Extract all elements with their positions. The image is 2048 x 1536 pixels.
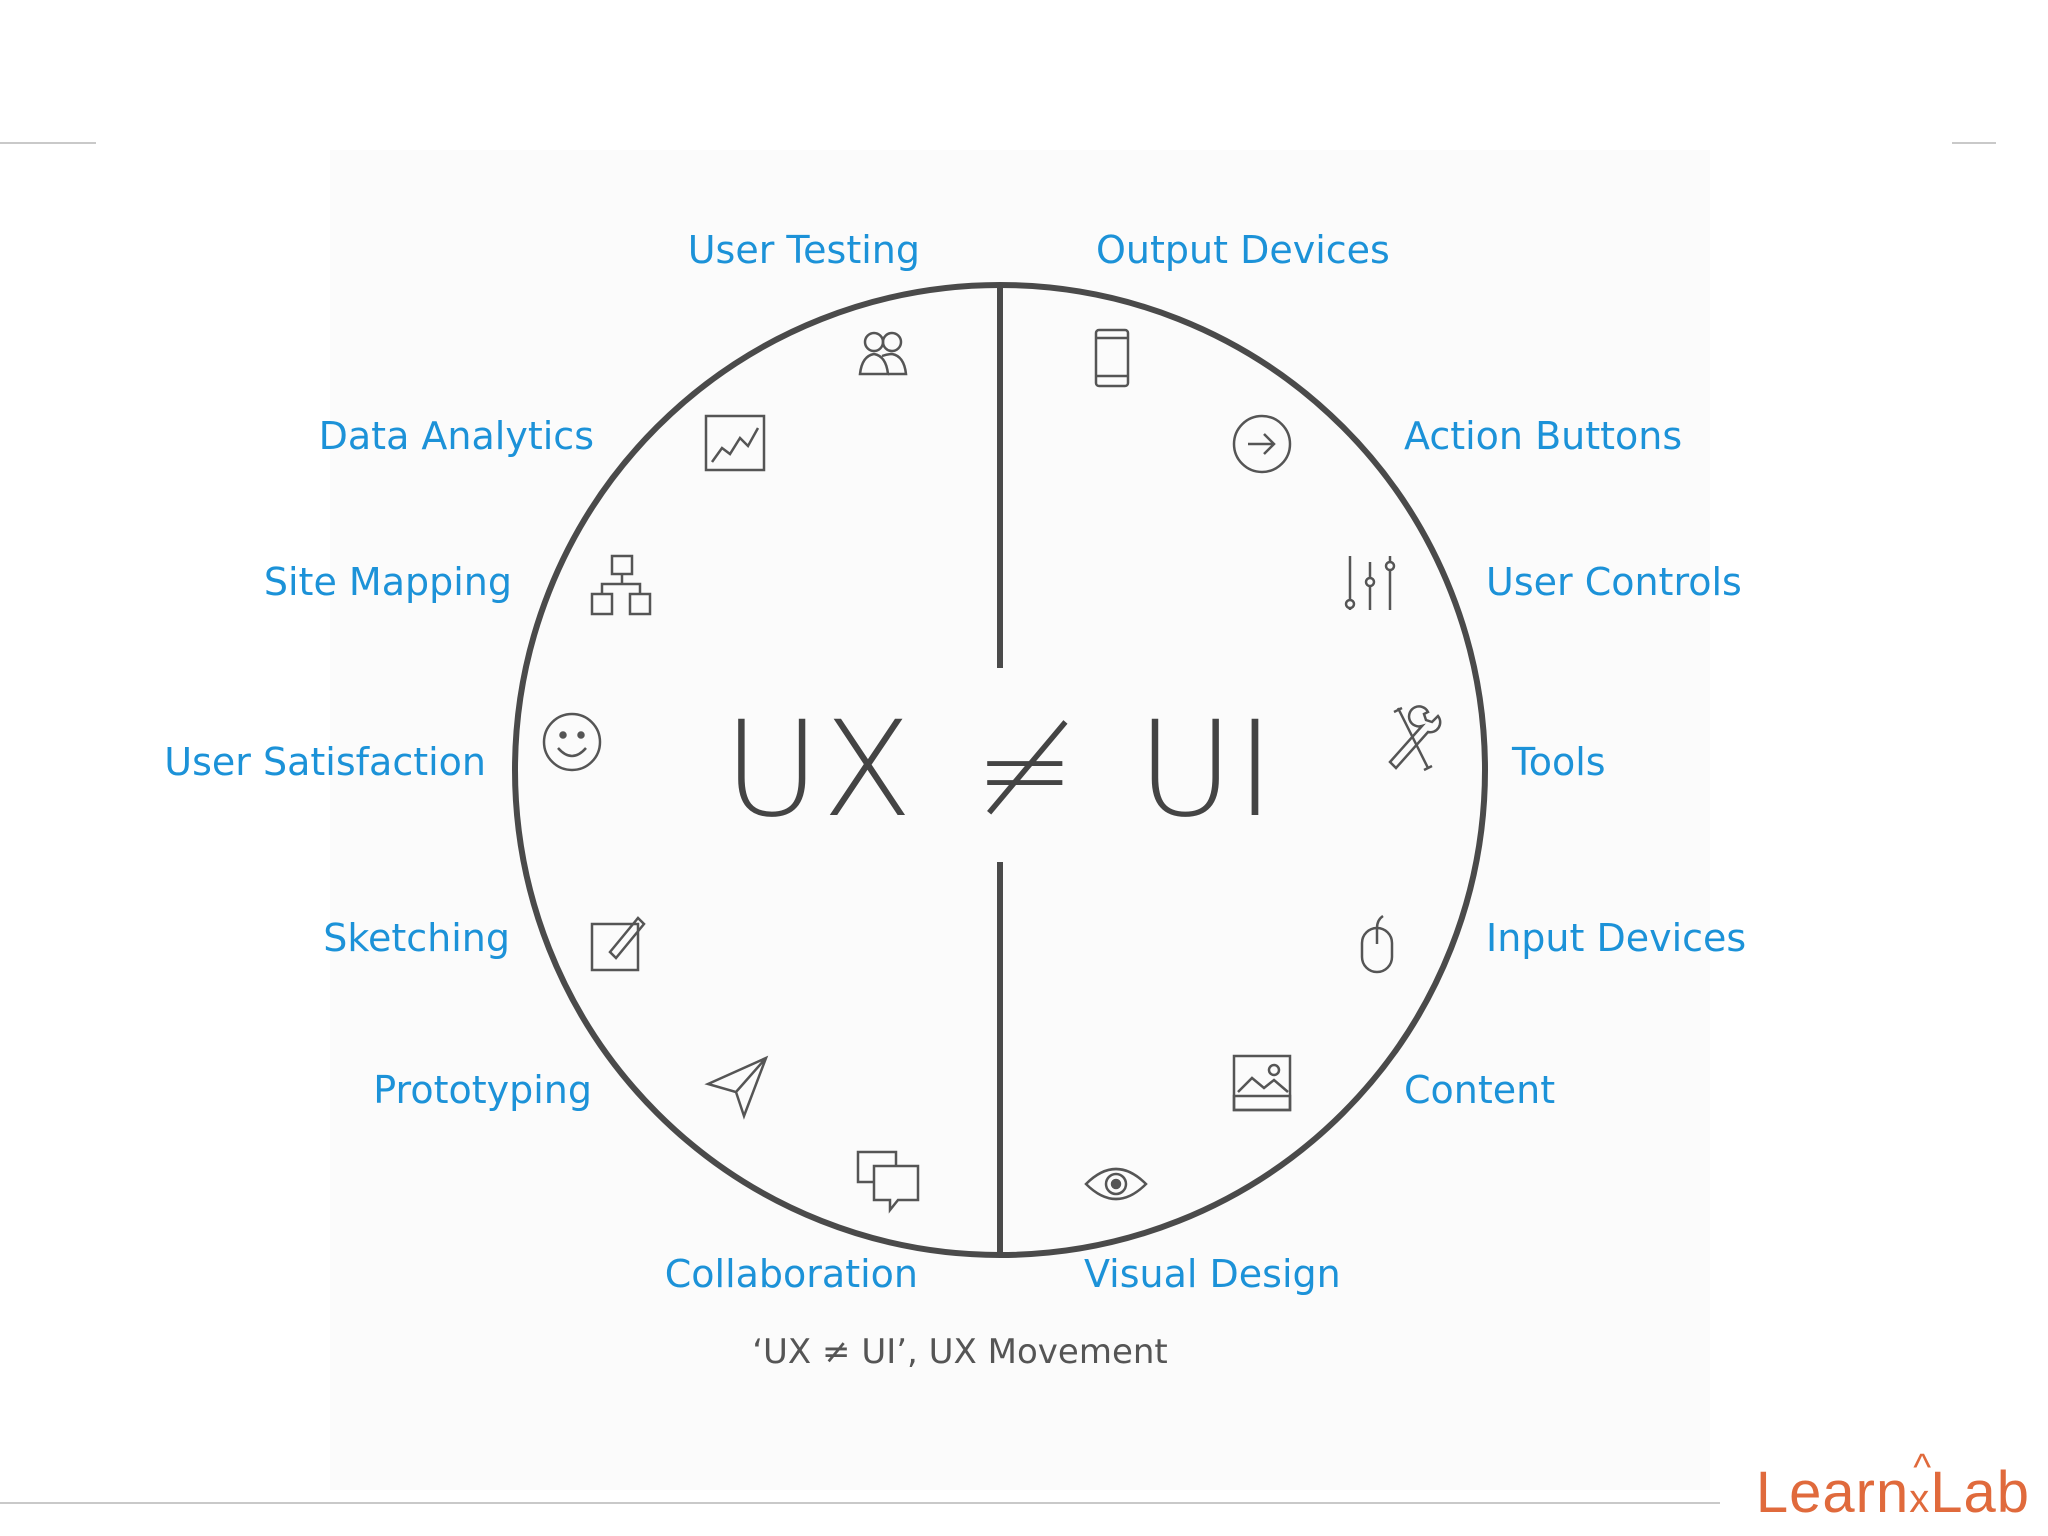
- eye-icon: [1084, 1167, 1148, 1201]
- arrow-circle-icon: [1232, 414, 1292, 474]
- smiley-icon: [542, 712, 602, 772]
- title-ui: UI: [1137, 693, 1277, 847]
- ux-label-user-satisfaction: User Satisfaction: [164, 740, 486, 784]
- bottom-rule: [0, 1502, 1720, 1504]
- line-chart-icon: [704, 414, 766, 472]
- ux-label-user-testing: User Testing: [687, 228, 920, 272]
- image-icon: [1232, 1054, 1292, 1112]
- ui-label-visual-design: Visual Design: [1084, 1252, 1341, 1296]
- top-left-rule: [0, 142, 96, 144]
- ui-label-action-buttons: Action Buttons: [1404, 414, 1683, 458]
- ux-label-prototyping: Prototyping: [373, 1068, 592, 1112]
- chat-bubbles-icon: [856, 1150, 920, 1214]
- ux-label-site-mapping: Site Mapping: [263, 560, 512, 604]
- smartphone-icon: [1094, 328, 1130, 388]
- sitemap-icon: [590, 554, 652, 616]
- learnxlab-logo: LearnxLab: [1756, 1459, 2030, 1526]
- tools-icon: [1388, 705, 1442, 772]
- title-not-equal: ≠: [974, 700, 1078, 840]
- ui-label-tools: Tools: [1512, 740, 1606, 784]
- sketch-pad-icon: [590, 916, 646, 972]
- top-right-rule: [1952, 142, 1996, 144]
- ui-label-input-devices: Input Devices: [1486, 916, 1747, 960]
- ui-label-output-devices: Output Devices: [1096, 228, 1390, 272]
- figure-caption: ‘UX ≠ UI’, UX Movement: [752, 1332, 1168, 1372]
- mouse-icon: [1360, 914, 1394, 974]
- users-icon: [858, 331, 908, 376]
- ux-label-sketching: Sketching: [323, 916, 510, 960]
- ux-label-data-analytics: Data Analytics: [318, 414, 594, 458]
- title-ux: UX: [723, 693, 915, 847]
- center-title: UX ≠ UI: [640, 690, 1360, 850]
- ui-label-user-controls: User Controls: [1486, 560, 1742, 604]
- ux-label-collaboration: Collaboration: [664, 1252, 918, 1296]
- ui-label-content: Content: [1404, 1068, 1556, 1112]
- sliders-icon: [1344, 556, 1396, 610]
- paper-plane-icon: [704, 1055, 769, 1120]
